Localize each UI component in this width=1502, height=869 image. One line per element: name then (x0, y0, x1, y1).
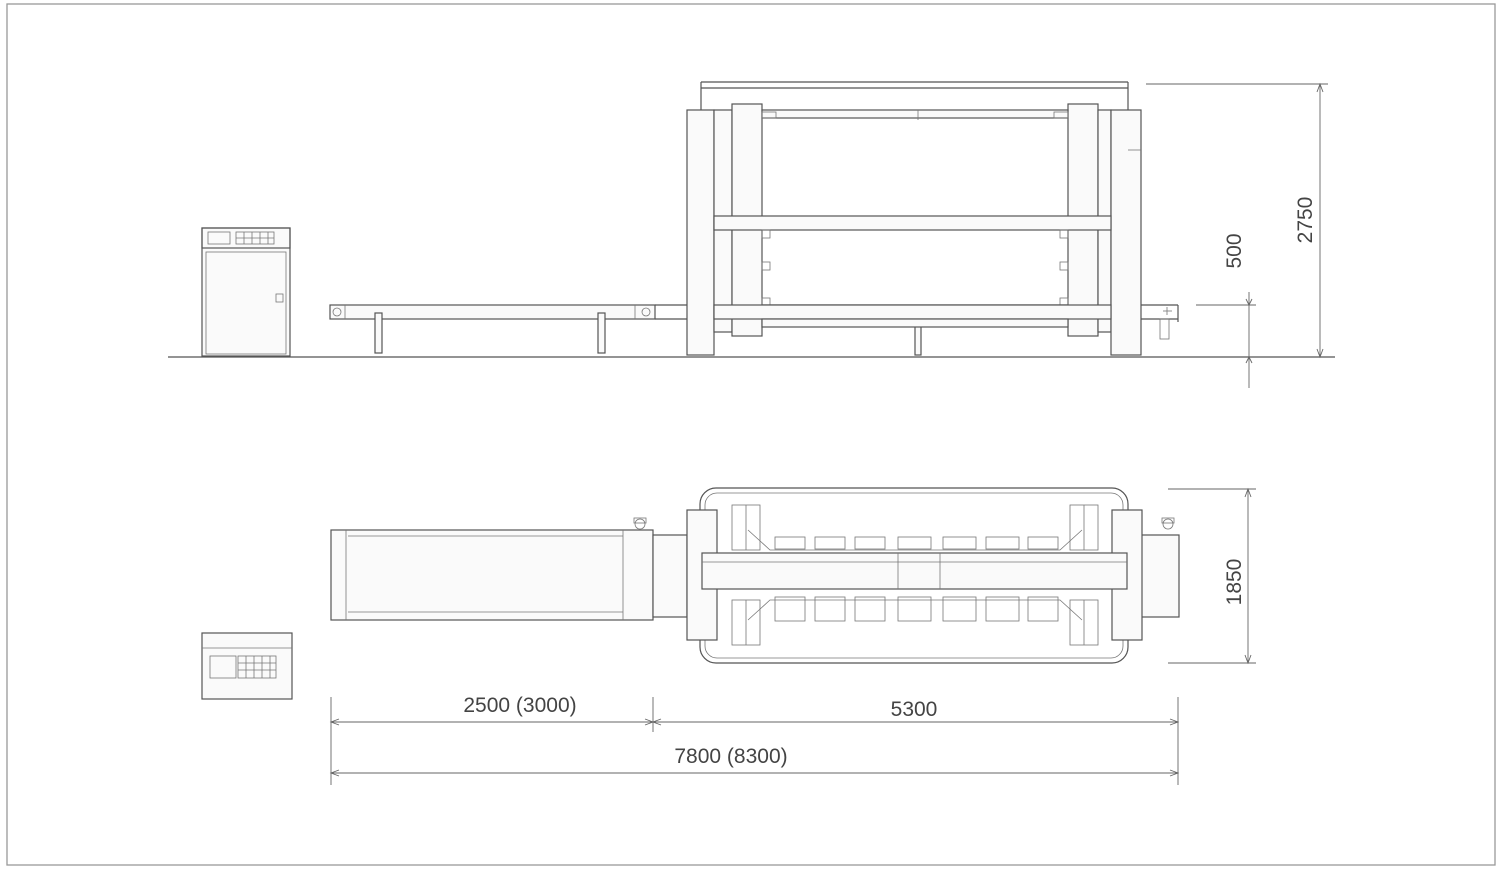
dim-label-5300: 5300 (891, 698, 938, 721)
dim-label-500: 500 (1223, 233, 1246, 268)
control-cabinet-plan (201, 632, 293, 700)
press-frame-plan (686, 487, 1143, 664)
dim-label-1850: 1850 (1223, 559, 1246, 606)
drawing-border (6, 3, 1496, 866)
control-cabinet-side (201, 227, 291, 357)
height-dimensions: 2750 500 (1146, 82, 1328, 388)
dim-label-2500-3000: 2500 (3000) (463, 694, 576, 717)
width-dimension: 1850 (1168, 487, 1256, 665)
press-frame-side (686, 81, 1142, 356)
length-dimensions: 2500 (3000) 5300 7800 (8300) (329, 694, 1180, 785)
dim-label-2750: 2750 (1294, 197, 1317, 244)
dim-label-7800-8300: 7800 (8300) (674, 745, 787, 768)
extension-table-plan (330, 517, 1180, 621)
side-elevation-view: 2750 500 (168, 81, 1335, 388)
plan-view: 1850 2500 (3000) 5300 7800 (8300) (201, 487, 1256, 785)
